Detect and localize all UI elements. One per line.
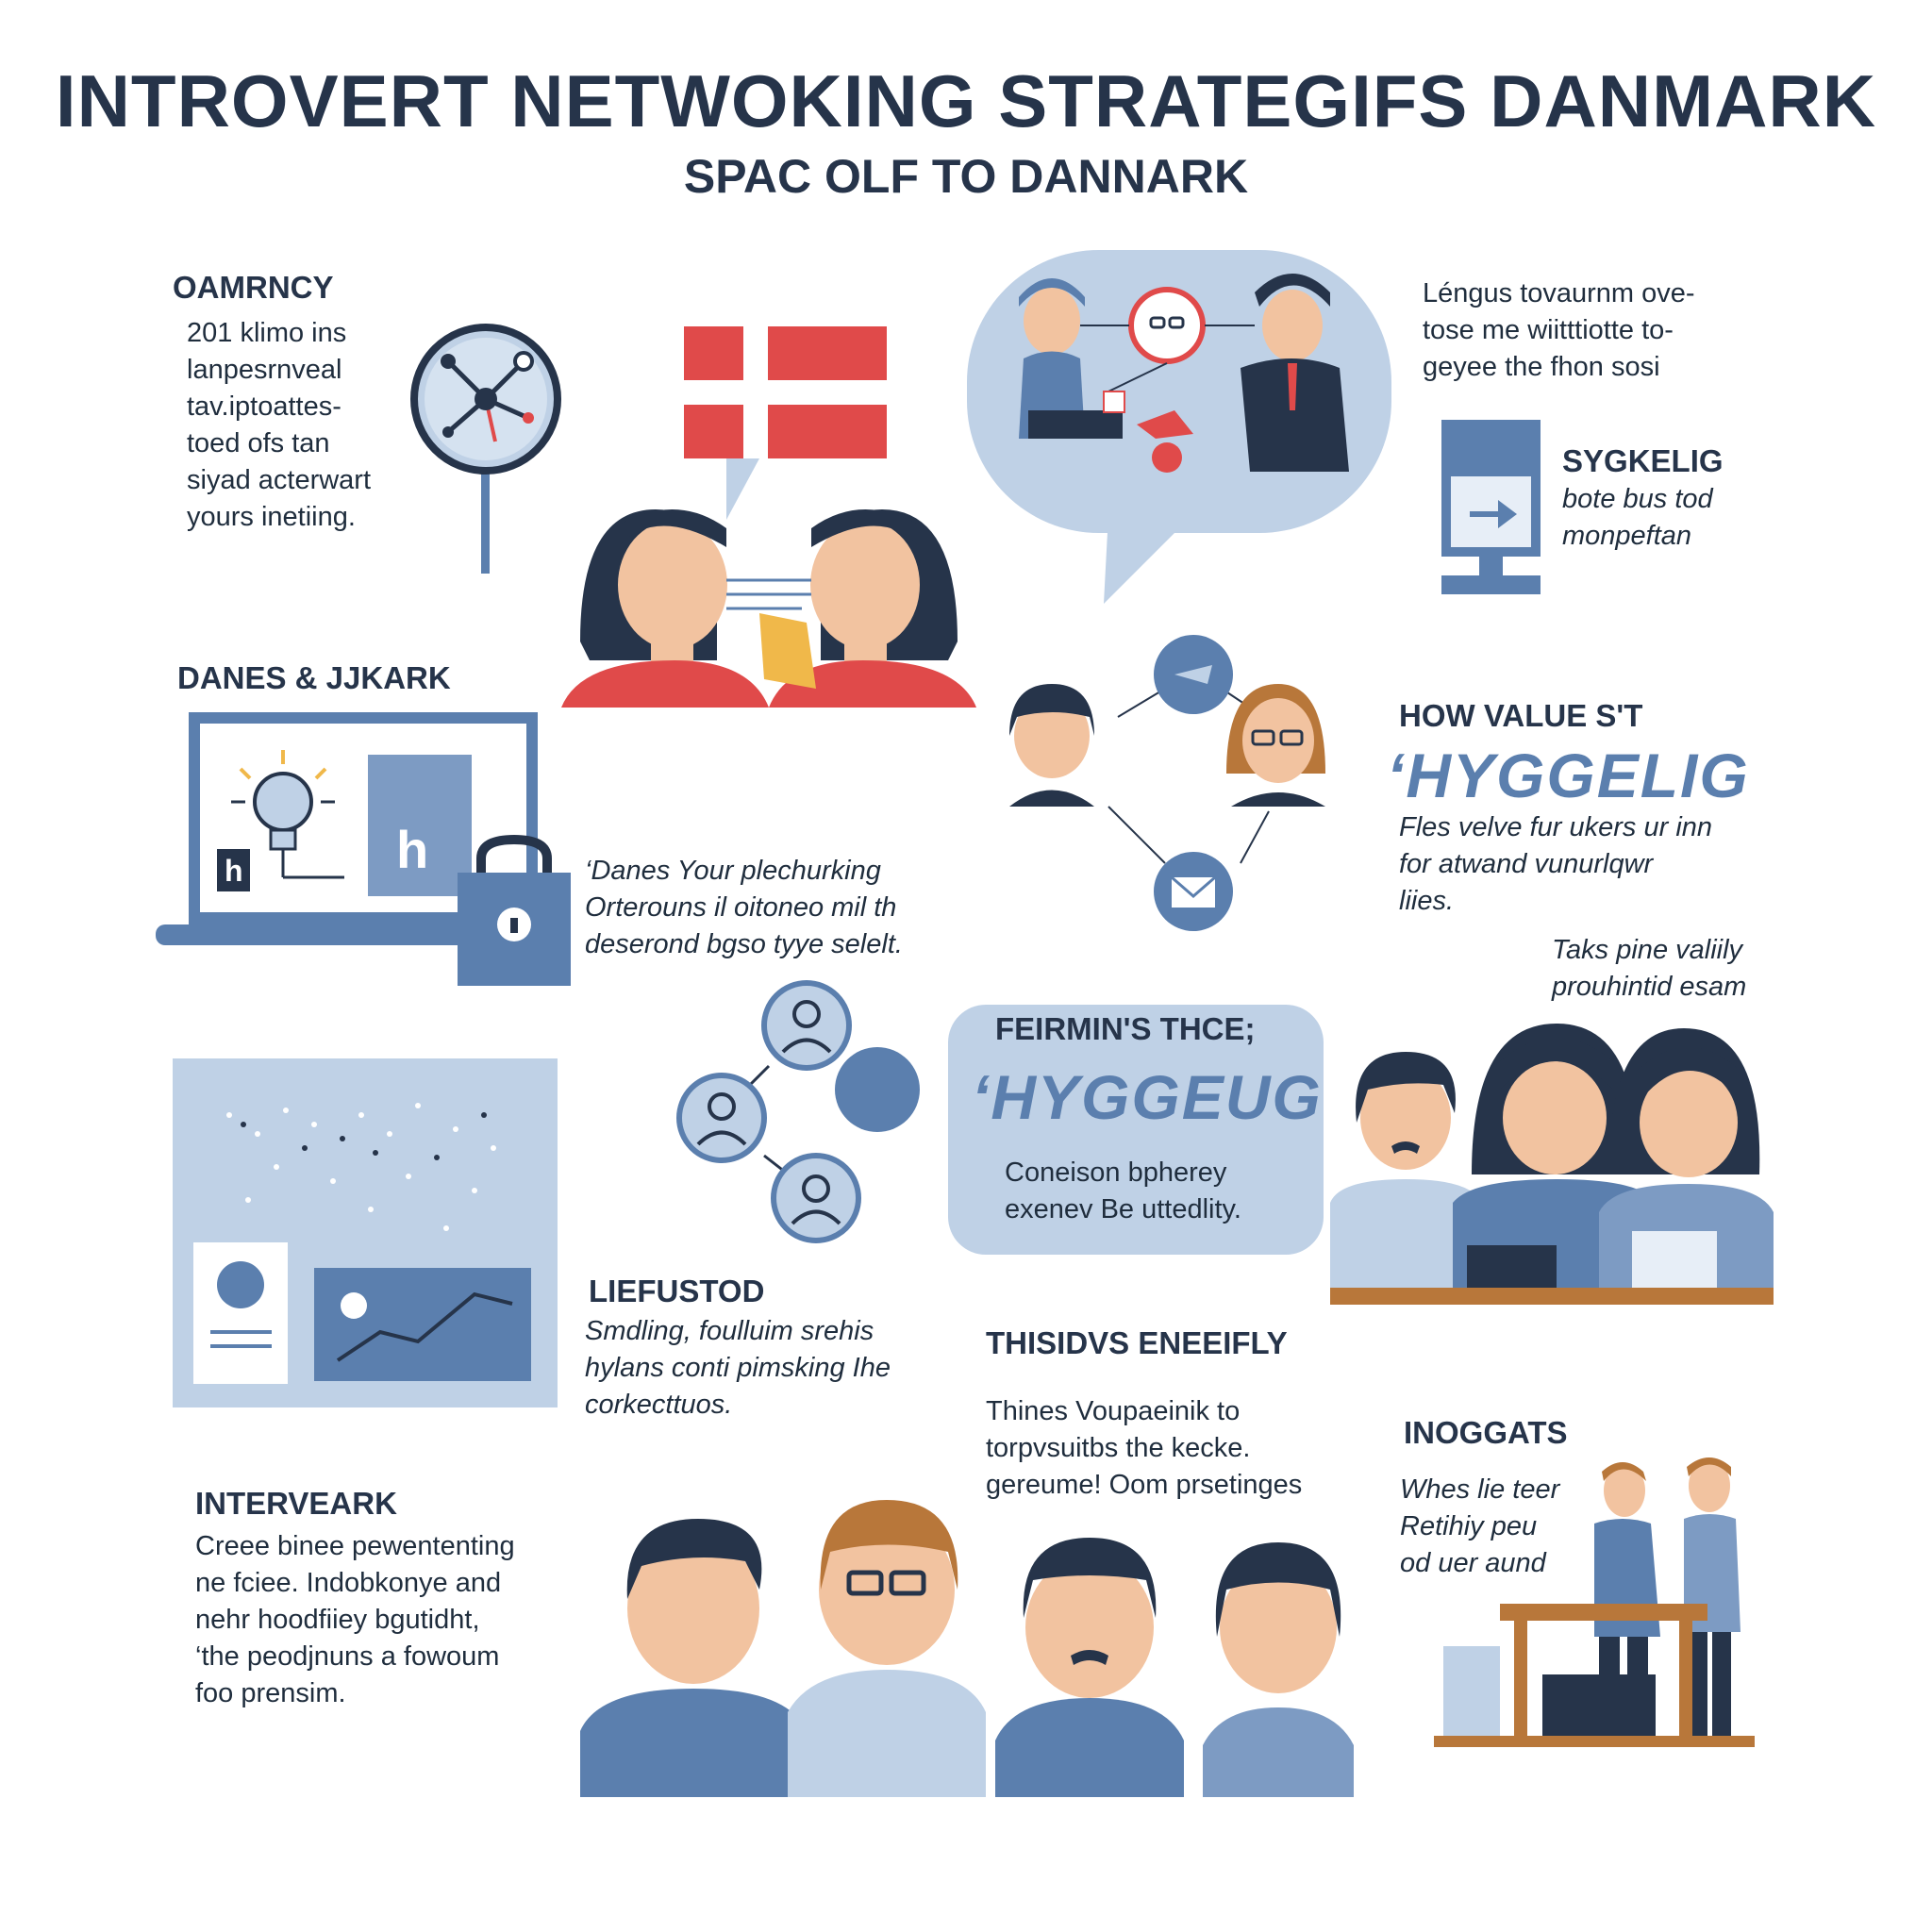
inoggats-heading: INOGGATS	[1404, 1415, 1568, 1450]
feirmin-emphasis: ‘HYGGEUG	[972, 1062, 1323, 1132]
page-subtitle: SPAC OLF TO DANNARK	[683, 150, 1249, 203]
thisidvs-text: Thines Voupaeinik to torpvsuitbs the kec…	[986, 1396, 1303, 1500]
danes-text: ‘Danes Your plechurking Orterouns il oit…	[585, 856, 903, 959]
four-people-illustration	[580, 1500, 1354, 1797]
amency-text: 201 klimo ins lanpesrnveal tav.iptoattes…	[187, 318, 372, 532]
inoggats-text: Whes lie teer Retihiy peu od uer aund	[1400, 1474, 1560, 1578]
interveark-text: Creee binee pewententing ne fciee. Indob…	[195, 1531, 515, 1708]
world-map-graphic	[193, 1103, 531, 1384]
two-women-illustration	[561, 509, 976, 708]
team-illustration	[1330, 1024, 1774, 1305]
monitor-icon	[1441, 420, 1541, 594]
lengus-text: Léngus tovaurnm ove- tose me wiitttiotte…	[1423, 278, 1695, 382]
compass-icon	[410, 324, 561, 574]
amency-heading: OAMRNCY	[173, 270, 334, 305]
value-heading: HOW VALUE S'T	[1399, 698, 1643, 733]
value-text: Fles velve fur ukers ur inn for atwand v…	[1399, 812, 1713, 916]
interveark-heading: INTERVEARK	[195, 1486, 397, 1521]
liefusto-text: Smdling, foulluim srehis hylans conti pi…	[585, 1316, 891, 1420]
sygkelig-heading: SYGKELIG	[1562, 443, 1724, 478]
network-illustration	[1009, 635, 1325, 931]
lock-icon	[458, 834, 571, 986]
thisidvs-heading: THISIDVS ENEEIFLY	[986, 1325, 1288, 1360]
feirmin-text: Coneison bpherey exenev Be uttedlity.	[1005, 1158, 1241, 1224]
people-network-icon	[676, 980, 920, 1243]
liefusto-heading: LIEFUSTOD	[589, 1274, 765, 1308]
laptop-doc-glyph: h	[396, 820, 429, 879]
meeting-illustration	[1434, 1457, 1755, 1747]
page-title: INTROVERT NETWOKING STRATEGIFS DANMARK	[55, 59, 1877, 142]
feirmin-bubble	[948, 1005, 1324, 1255]
feirmin-heading: FEIRMIN'S THCE;	[995, 1011, 1256, 1046]
sygkelig-text: bote bus tod monpeftan	[1562, 484, 1713, 551]
takes-text: Taks pine valiily prouhintid esam	[1552, 935, 1747, 1002]
handshake-illustration	[1019, 274, 1349, 604]
danes-heading: DANES & JJKARK	[177, 660, 451, 695]
laptop-icon-glyph: h	[225, 854, 243, 888]
value-emphasis: ‘HYGGELIG	[1387, 741, 1750, 810]
denmark-flag	[684, 326, 887, 520]
